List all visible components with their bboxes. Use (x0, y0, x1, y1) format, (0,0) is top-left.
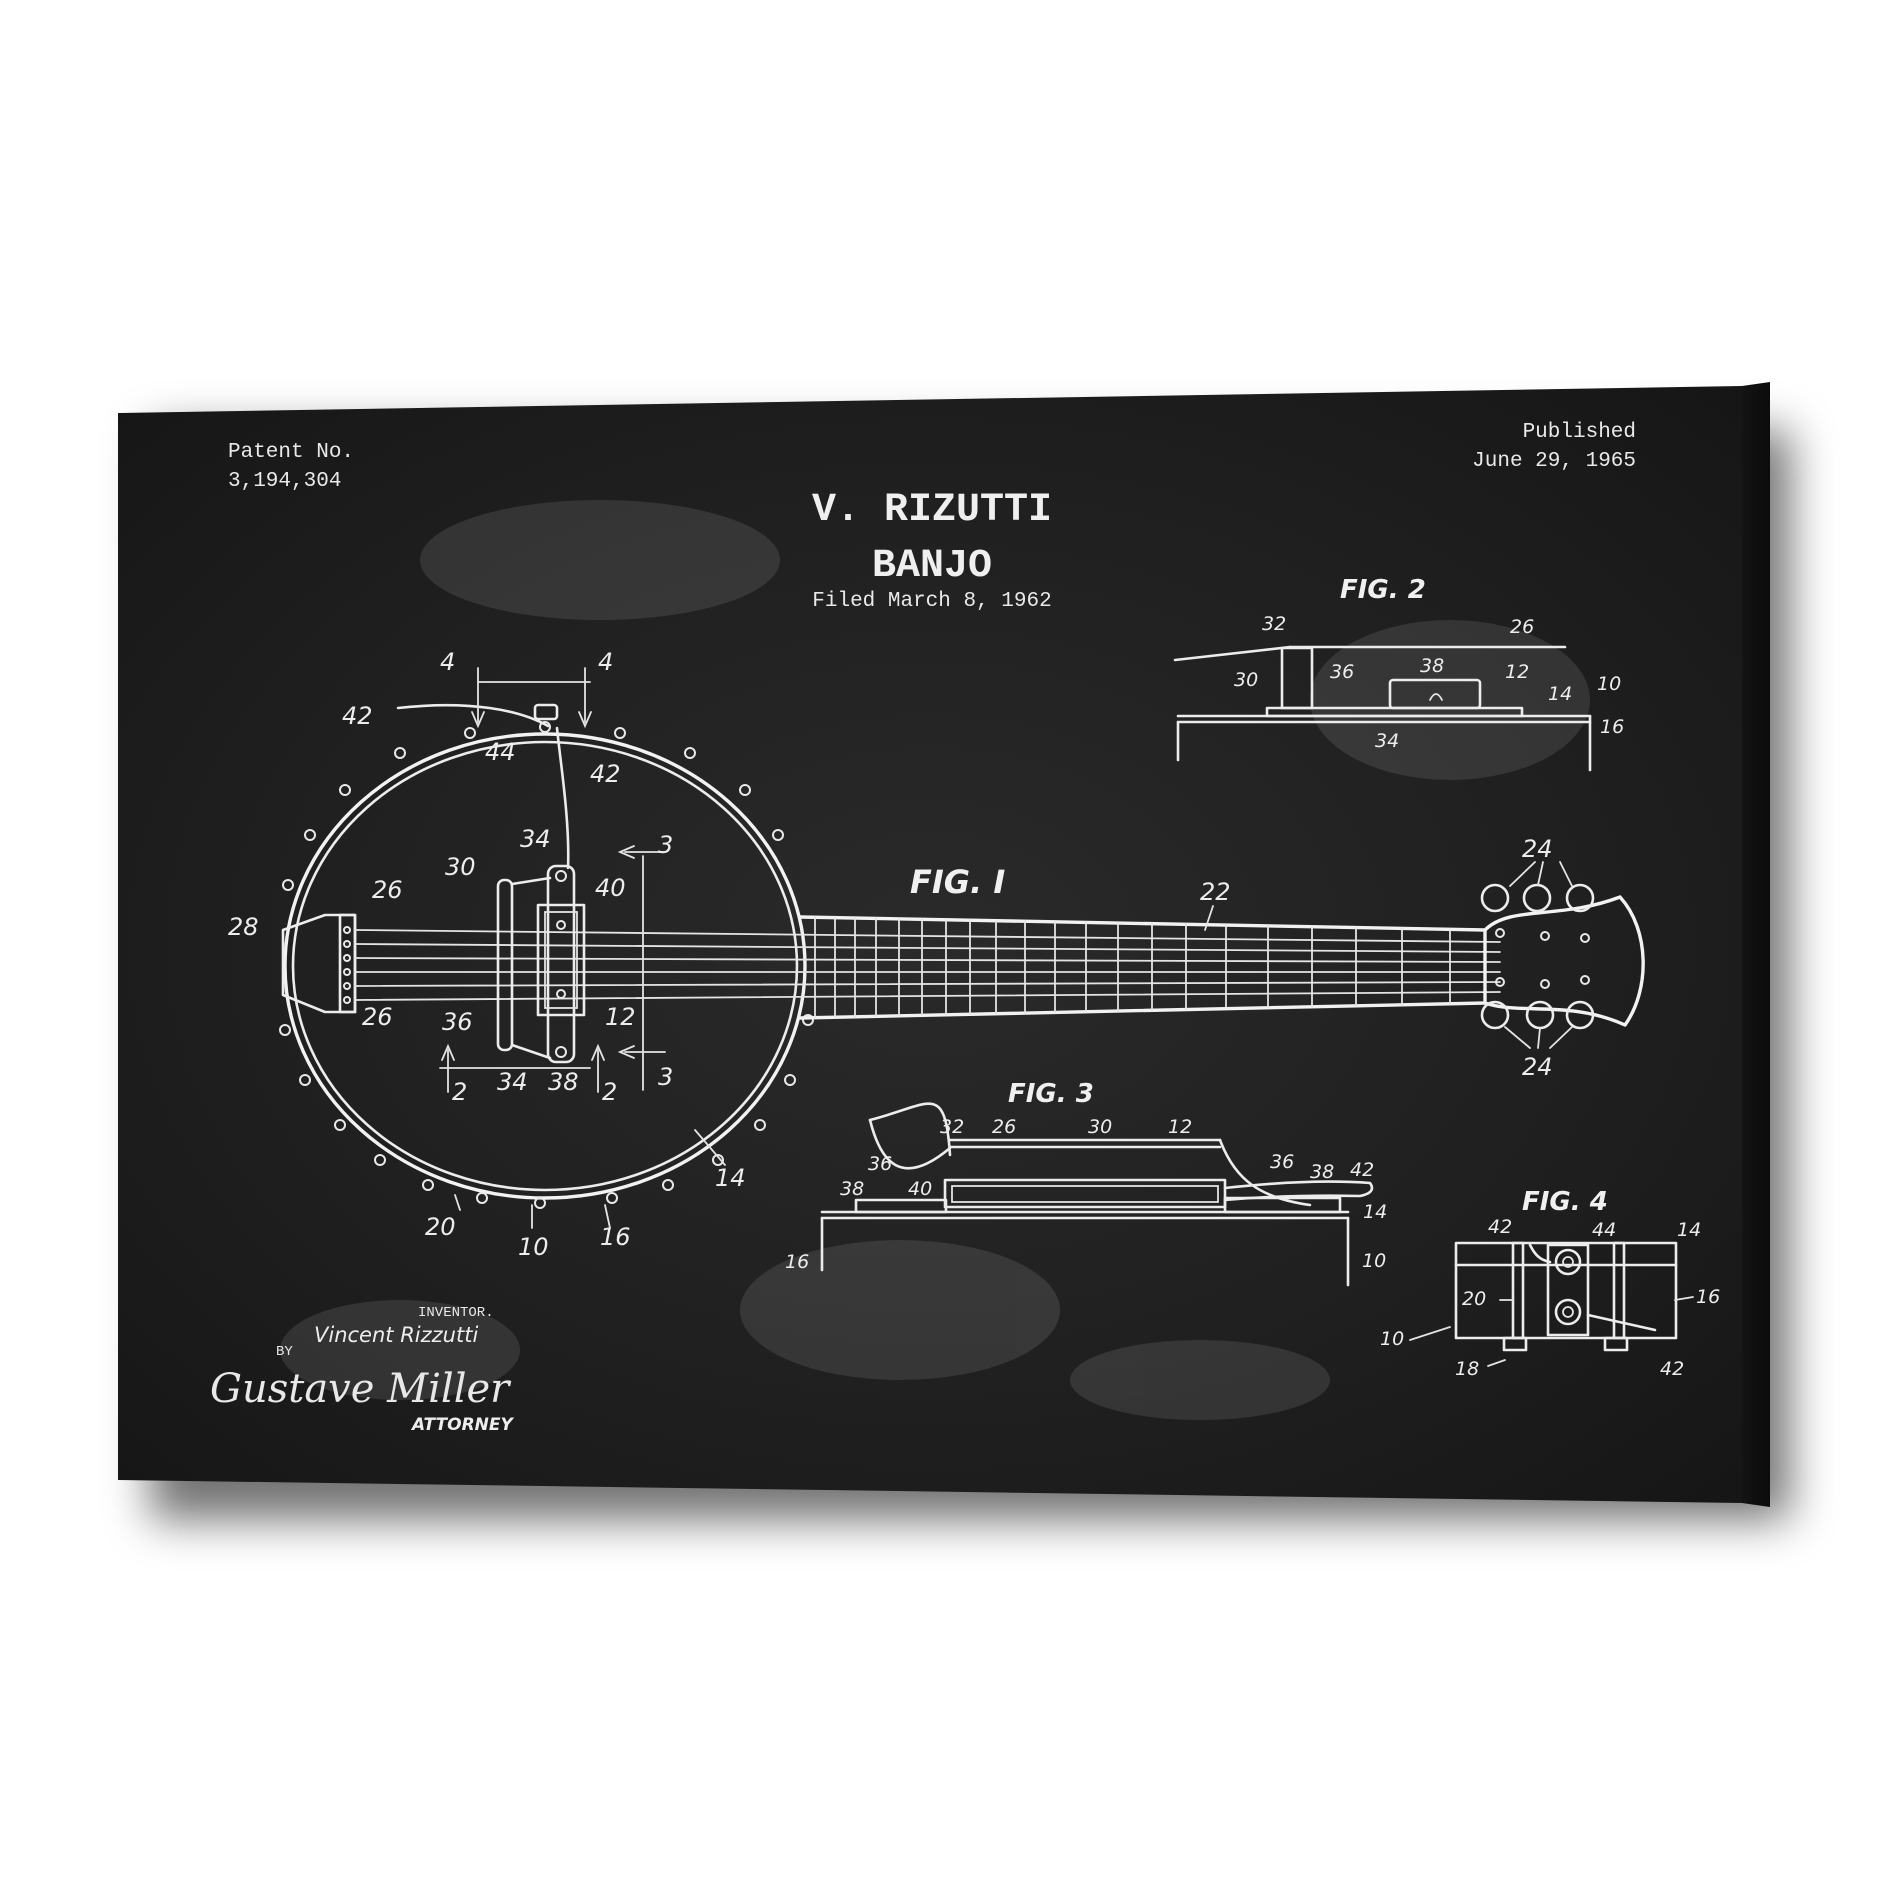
svg-text:20: 20 (425, 1213, 456, 1241)
svg-text:30: 30 (445, 853, 476, 881)
patent-label: Patent No. (228, 441, 354, 464)
svg-text:24: 24 (1522, 835, 1553, 863)
svg-text:36: 36 (868, 1153, 892, 1175)
canvas-side-edge (1742, 382, 1770, 1507)
patent-number: 3,194,304 (228, 470, 341, 493)
fig2-drawing (1173, 645, 1592, 772)
svg-text:14: 14 (1677, 1219, 1701, 1241)
fig2-label: FIG. 2 (1340, 575, 1426, 605)
svg-text:22: 22 (1200, 878, 1231, 906)
inventor-name: Vincent Rizzutti (314, 1323, 478, 1347)
svg-text:26: 26 (1510, 616, 1534, 638)
inventor-label: INVENTOR. (418, 1305, 494, 1321)
svg-text:36: 36 (1270, 1151, 1294, 1173)
svg-text:18: 18 (1455, 1358, 1479, 1380)
svg-text:16: 16 (600, 1223, 631, 1251)
fig3-labels: FIG. 3 32 26 30 12 36 38 40 36 38 42 14 … (785, 1079, 1387, 1273)
svg-text:42: 42 (1488, 1216, 1512, 1238)
svg-text:38: 38 (1310, 1161, 1334, 1183)
by-label: BY (276, 1344, 293, 1360)
svg-text:4: 4 (598, 648, 613, 676)
filed-date: Filed March 8, 1962 (812, 590, 1051, 613)
svg-text:10: 10 (1362, 1250, 1386, 1272)
svg-text:36: 36 (1330, 661, 1354, 683)
svg-text:32: 32 (1262, 613, 1286, 635)
attorney-label: ATTORNEY (410, 1415, 514, 1435)
fig3-drawing (820, 1102, 1374, 1287)
svg-text:3: 3 (658, 1063, 673, 1091)
svg-text:42: 42 (590, 760, 621, 788)
published-label: Published (1523, 421, 1636, 444)
svg-text:16: 16 (785, 1251, 809, 1273)
svg-text:26: 26 (362, 1003, 393, 1031)
svg-text:10: 10 (1597, 673, 1621, 695)
svg-text:14: 14 (1363, 1201, 1387, 1223)
attorney-signature: Gustave Miller (210, 1366, 512, 1412)
svg-text:40: 40 (908, 1178, 932, 1200)
svg-text:14: 14 (715, 1164, 746, 1192)
svg-text:36: 36 (442, 1008, 473, 1036)
svg-text:28: 28 (228, 913, 259, 941)
fig4-drawing (1454, 1241, 1678, 1352)
svg-text:12: 12 (1168, 1116, 1192, 1138)
svg-text:44: 44 (1592, 1219, 1616, 1241)
svg-text:34: 34 (497, 1068, 528, 1096)
svg-text:40: 40 (595, 874, 626, 902)
svg-text:2: 2 (452, 1078, 467, 1106)
svg-text:12: 12 (1505, 661, 1529, 683)
invention-title: BANJO (872, 544, 992, 589)
svg-text:20: 20 (1462, 1288, 1486, 1310)
canvas-face (118, 386, 1742, 1503)
svg-text:26: 26 (992, 1116, 1016, 1138)
svg-text:26: 26 (372, 876, 403, 904)
signature-block: INVENTOR. Vincent Rizzutti BY Gustave Mi… (210, 1305, 514, 1435)
svg-text:14: 14 (1548, 683, 1572, 705)
svg-text:32: 32 (940, 1116, 964, 1138)
svg-text:34: 34 (1375, 730, 1399, 752)
svg-text:38: 38 (548, 1068, 579, 1096)
svg-text:42: 42 (342, 702, 373, 730)
fig4-labels: FIG. 4 42 44 14 20 16 10 18 42 (1380, 1187, 1720, 1380)
fig1-banjo-drawing (279, 667, 1645, 1229)
fig3-label: FIG. 3 (1008, 1079, 1094, 1109)
svg-text:3: 3 (658, 831, 673, 859)
fig2-labels: FIG. 2 32 26 30 36 38 12 14 10 34 16 (1234, 575, 1624, 752)
svg-text:10: 10 (518, 1233, 549, 1261)
svg-text:16: 16 (1600, 716, 1624, 738)
svg-text:30: 30 (1234, 669, 1258, 691)
svg-text:34: 34 (520, 825, 551, 853)
svg-text:38: 38 (840, 1178, 864, 1200)
svg-text:38: 38 (1420, 655, 1444, 677)
svg-text:42: 42 (1660, 1358, 1684, 1380)
fig1-labels: FIG. I 4 4 42 44 42 34 30 40 26 28 26 36… (228, 648, 1553, 1261)
fig4-label: FIG. 4 (1522, 1187, 1608, 1217)
chalk-smudges (280, 500, 1590, 1420)
fig1-label: FIG. I (910, 863, 1005, 901)
svg-text:16: 16 (1696, 1286, 1720, 1308)
svg-text:12: 12 (605, 1003, 636, 1031)
svg-text:4: 4 (440, 648, 455, 676)
published-date: June 29, 1965 (1472, 450, 1636, 473)
inventor-title: V. RIZUTTI (812, 488, 1052, 533)
svg-text:2: 2 (602, 1078, 617, 1106)
svg-text:10: 10 (1380, 1328, 1404, 1350)
svg-text:42: 42 (1350, 1159, 1374, 1181)
svg-text:44: 44 (485, 738, 516, 766)
svg-text:30: 30 (1088, 1116, 1112, 1138)
svg-text:24: 24 (1522, 1053, 1553, 1081)
